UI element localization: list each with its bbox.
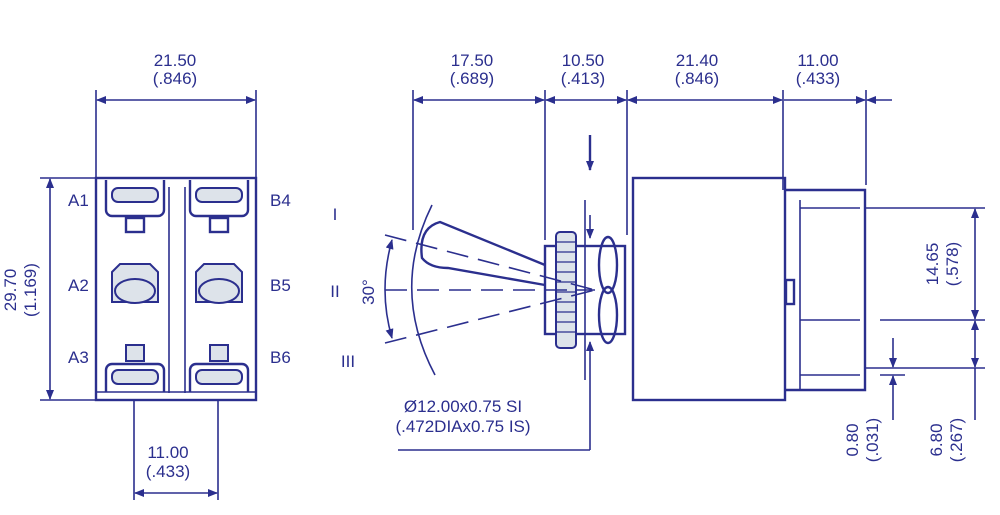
- switch-body-side: [631, 176, 787, 402]
- height-dim-mm: 29.70: [1, 269, 20, 312]
- dim-0-80-mm: 0.80: [843, 423, 862, 456]
- position-iii: III: [341, 352, 355, 371]
- dim-14-65-in: (.578): [943, 242, 962, 286]
- dim-6-80-mm: 6.80: [927, 423, 946, 456]
- dim-4-in: (.433): [796, 69, 840, 88]
- dim-0-80-in: (.031): [863, 418, 882, 462]
- width-dim-mm: 21.50: [154, 51, 197, 70]
- dim-1-mm: 17.50: [451, 51, 494, 70]
- dim-14-65-mm: 14.65: [923, 243, 942, 286]
- thread-metric: Ø12.00x0.75 SI: [404, 397, 522, 416]
- label-a3: A3: [68, 348, 89, 367]
- swing-arc: [410, 204, 436, 376]
- position-ii: II: [330, 282, 339, 301]
- terminal-b6: [188, 344, 250, 392]
- label-a2: A2: [68, 276, 89, 295]
- toggle-lever: [420, 220, 546, 287]
- dim-2-mm: 10.50: [562, 51, 605, 70]
- dim-3-mm: 21.40: [676, 51, 719, 70]
- width-dim-in: (.846): [153, 69, 197, 88]
- terminal-a1: [104, 180, 166, 234]
- angle-label: 30°: [359, 279, 378, 305]
- terminal-b5: [195, 263, 243, 304]
- dim-1-in: (.689): [450, 69, 494, 88]
- dim-4-mm: 11.00: [797, 51, 838, 70]
- side-view: 17.50 (.689) 10.50 (.413) 21.40 (.846) 1…: [330, 51, 985, 462]
- label-b4: B4: [270, 191, 291, 210]
- terminal-a2: [111, 263, 159, 304]
- terminal-a3: [104, 344, 166, 392]
- spacing-dim-in: (.433): [146, 462, 190, 481]
- height-dim-in: (1.169): [21, 263, 40, 317]
- dim-2-in: (.413): [561, 69, 605, 88]
- front-view: 21.50 (.846) 29.70 (1.169): [1, 51, 291, 500]
- thread-imperial: (.472DIAx0.75 IS): [395, 417, 530, 436]
- spacing-dim-mm: 11.00: [147, 443, 188, 462]
- dim-3-in: (.846): [675, 69, 719, 88]
- label-b6: B6: [270, 348, 291, 367]
- terminal-b4: [188, 180, 250, 234]
- dim-6-80-in: (.267): [947, 418, 966, 462]
- label-a1: A1: [68, 191, 89, 210]
- switch-body-front: [94, 176, 258, 402]
- label-b5: B5: [270, 276, 291, 295]
- position-i: I: [333, 205, 338, 224]
